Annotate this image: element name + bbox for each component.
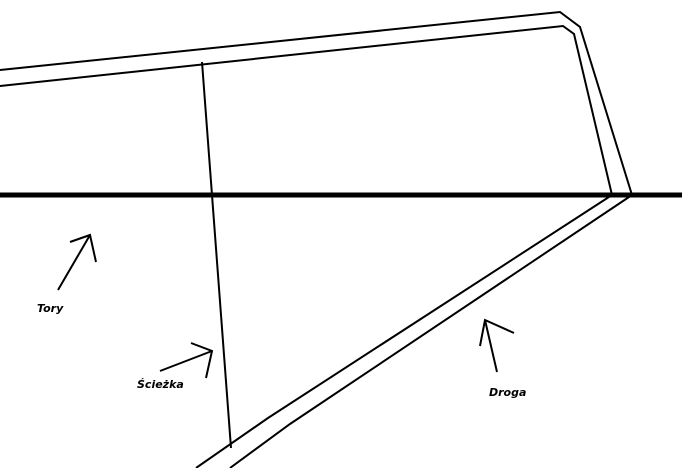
- path-label: Ścieżka: [137, 378, 184, 391]
- upper-road-outer-edge: [0, 10, 633, 196]
- lower-road-outer-edge: [229, 194, 633, 468]
- road-arrow: [479, 318, 515, 373]
- lower-road-inner-edge: [195, 194, 613, 468]
- tracks-arrow: [57, 233, 97, 291]
- road-label: Droga: [489, 386, 527, 399]
- upper-road-inner-edge: [0, 24, 613, 196]
- path-arrow: [159, 342, 214, 379]
- tracks-label: Tory: [37, 302, 64, 315]
- path-line: [201, 61, 232, 449]
